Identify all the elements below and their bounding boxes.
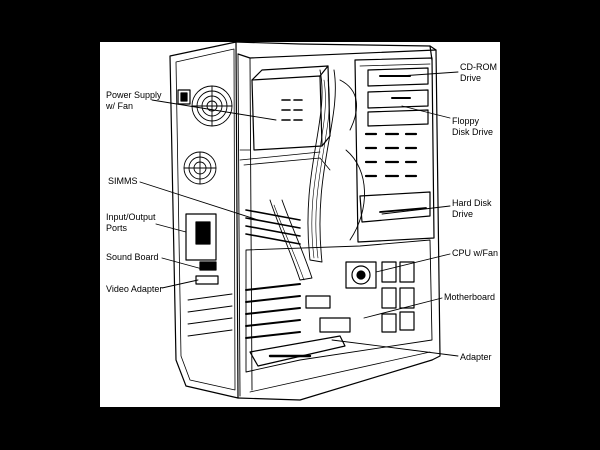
io-ports — [185, 213, 233, 337]
label-sound-board: Sound Board — [106, 252, 159, 262]
label-cpu-fan: CPU w/Fan — [452, 248, 499, 258]
label-power-supply: Power Supply w/ Fan — [106, 90, 162, 111]
power-supply-unit — [239, 65, 331, 171]
label-io-ports: Input/Output Ports — [106, 212, 156, 233]
label-cdrom-drive: CD-ROM Drive — [460, 62, 497, 83]
label-video-adapter: Video Adapter — [106, 284, 163, 294]
psu-fan-grille — [191, 85, 233, 127]
label-motherboard: Motherboard — [444, 292, 496, 302]
label-adapter: Adapter — [460, 352, 492, 362]
label-simms: SIMMS — [108, 176, 138, 186]
lower-fan-grille — [183, 151, 217, 185]
ribbon-cables — [269, 69, 365, 281]
case-body — [169, 41, 441, 401]
drive-cage — [354, 57, 435, 243]
leader-lines — [139, 71, 459, 357]
motherboard-area — [245, 209, 433, 373]
label-floppy-drive: Floppy Disk Drive — [452, 116, 494, 137]
label-hard-disk-drive: Hard Disk Drive — [452, 198, 492, 219]
power-socket — [177, 89, 191, 105]
